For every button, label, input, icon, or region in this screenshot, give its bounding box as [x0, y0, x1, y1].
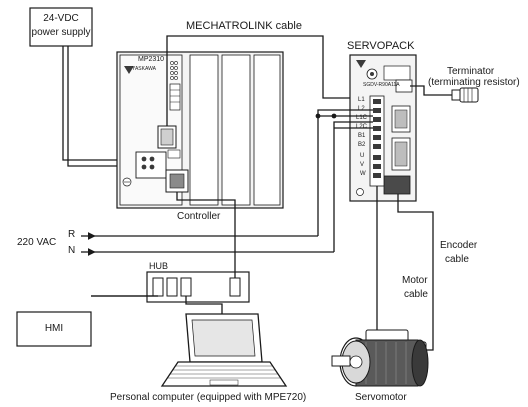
terminal-L1: L1 — [358, 97, 365, 103]
motor-cable-label-2: cable — [404, 289, 428, 300]
pc-label: Personal computer (equipped with MPE720) — [110, 392, 307, 403]
terminator-label-2: (terminating resistor) — [428, 77, 520, 88]
power-supply-label-2: power supply — [31, 27, 91, 38]
hub-label: HUB — [149, 261, 169, 271]
hmi-box — [16, 311, 92, 347]
servo-cables — [376, 186, 434, 351]
encoder-cable-label-2: cable — [445, 254, 469, 265]
terminal-B1: B1 — [358, 133, 366, 139]
terminal-L1C: L1C — [356, 115, 368, 121]
controller-unit — [116, 51, 284, 209]
hub-device — [146, 271, 250, 303]
laptop — [160, 313, 288, 387]
terminal-W: W — [360, 171, 366, 177]
terminator — [410, 85, 479, 103]
ethernet-cable-controller — [176, 192, 236, 278]
controller-label: Controller — [177, 211, 221, 222]
terminal-L2: L2 — [358, 106, 365, 112]
terminal-U: U — [360, 153, 365, 159]
phase-r-label: R — [68, 229, 76, 240]
servomotor-label: Servomotor — [355, 392, 407, 403]
servopack-label: SERVOPACK — [347, 40, 415, 52]
terminal-V: V — [360, 162, 365, 168]
terminal-L2C: L2C — [356, 124, 368, 130]
ethernet-cable-pc — [185, 296, 223, 314]
terminal-B2: B2 — [358, 142, 366, 148]
controller-model: MP2310 — [138, 56, 165, 63]
terminator-label-1: Terminator — [447, 66, 495, 77]
encoder-cable-label-1: Encoder — [440, 240, 478, 251]
servomotor — [331, 329, 429, 387]
vac-label: 220 VAC — [17, 237, 57, 248]
control-power-wiring — [317, 109, 373, 252]
ac-input-lines — [95, 235, 334, 253]
power-supply-box — [29, 7, 93, 47]
power-supply-wires — [62, 46, 138, 167]
servopack-model: SGDV-R90A11A — [363, 82, 400, 88]
mechatrolink-label: MECHATROLINK cable — [186, 20, 302, 32]
hmi-label: HMI — [44, 323, 64, 334]
controller-brand: YASKAWA — [132, 66, 156, 72]
phase-n-label: N — [68, 245, 76, 256]
power-supply-label-1: 24-VDC — [43, 13, 79, 24]
motor-cable-label-1: Motor — [402, 275, 428, 286]
